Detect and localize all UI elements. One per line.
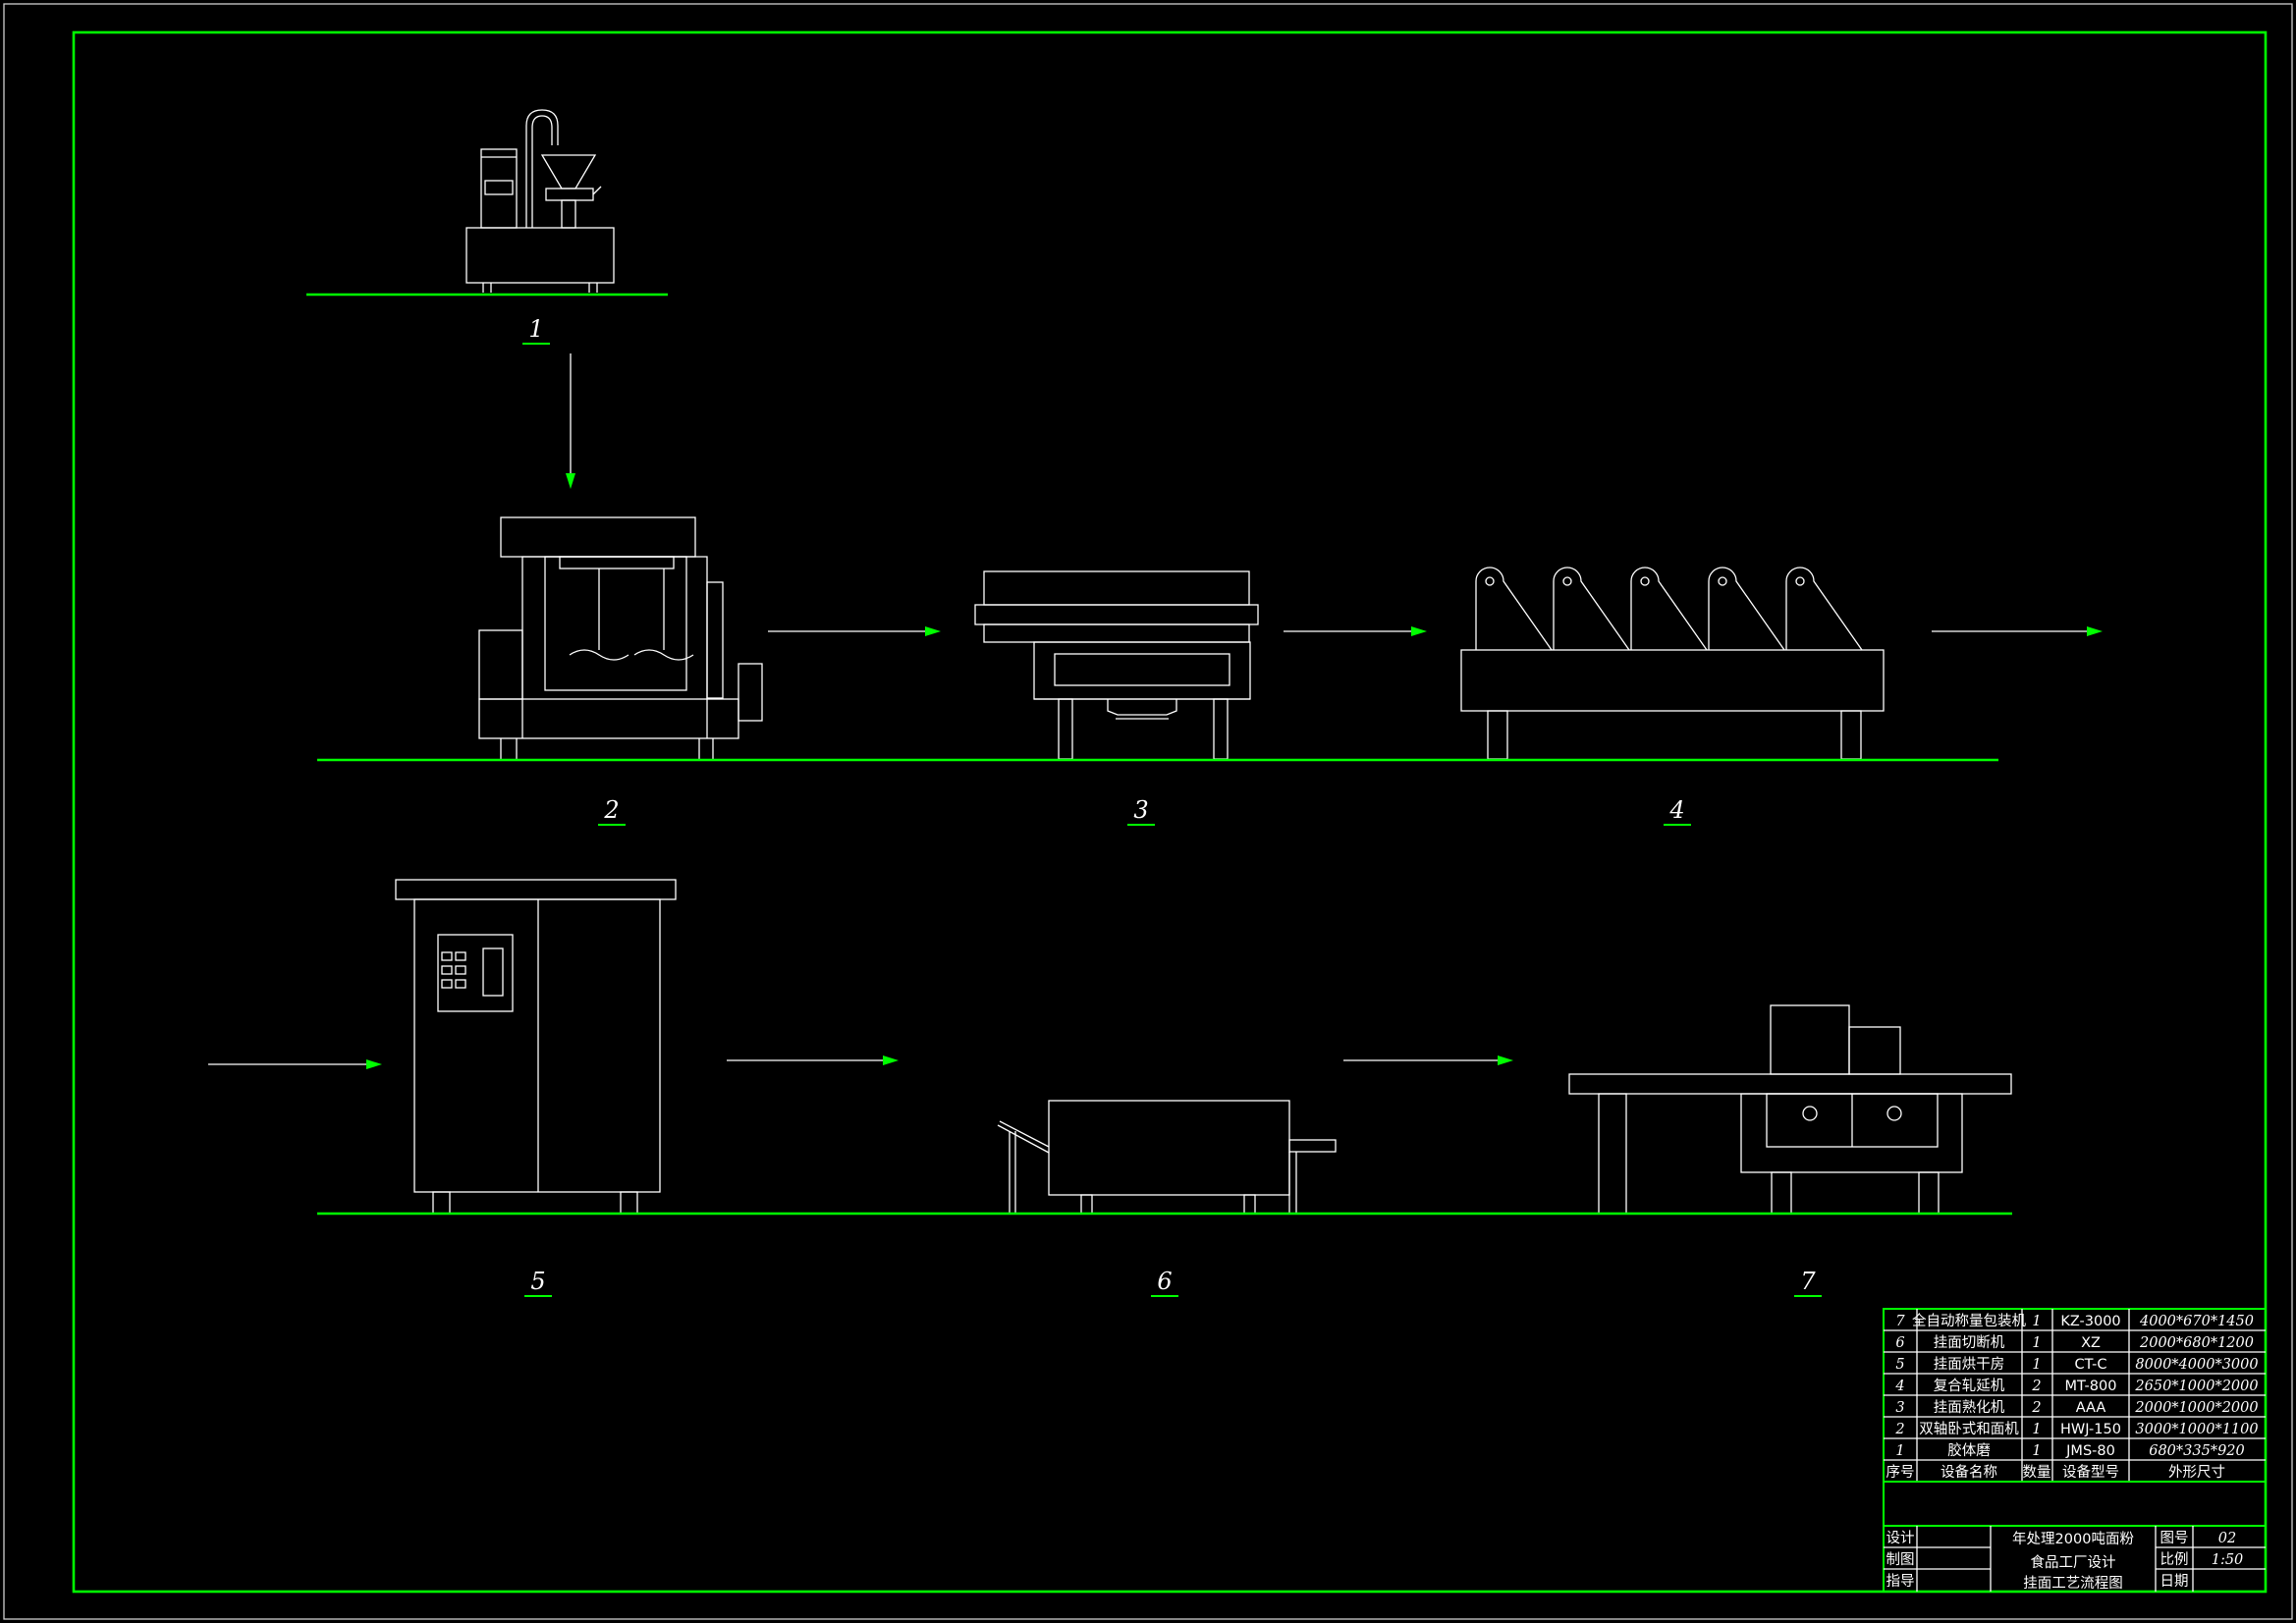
equipment-qty: 1: [2032, 1422, 2041, 1437]
equipment-qty: 1: [2032, 1335, 2041, 1351]
equipment-7-packing-machine: [1568, 1004, 2012, 1215]
label-2: 2: [603, 796, 619, 824]
label-6: 6: [1157, 1268, 1172, 1295]
equipment-model: AAA: [2076, 1400, 2106, 1416]
guide-label: 指导: [1886, 1573, 1915, 1590]
drawing-name: 挂面工艺流程图: [2023, 1575, 2123, 1592]
equipment-dims: 3000*1000*1100: [2135, 1422, 2258, 1437]
equipment-table-grid: [1884, 1309, 2266, 1482]
equipment-name: 挂面烘干房: [1934, 1356, 2005, 1373]
equipment-model: JMS-80: [2065, 1443, 2115, 1459]
row-number: 1: [1895, 1443, 1904, 1459]
floor-lines: [306, 293, 2012, 1216]
table-row: 6 挂面切断机 1 XZ 2000*680*1200: [1895, 1334, 2254, 1351]
label-5: 5: [530, 1268, 545, 1295]
equipment-dims: 680*335*920: [2149, 1443, 2245, 1459]
equipment-4-calender: [1460, 567, 1885, 760]
row-number: 2: [1894, 1422, 1904, 1437]
project-subtitle: 食品工厂设计: [2031, 1554, 2116, 1571]
equipment-1-colloid-mill: [465, 109, 615, 293]
equipment-dims: 2650*1000*2000: [2134, 1379, 2258, 1394]
design-label: 设计: [1886, 1530, 1915, 1546]
project-title: 年处理2000吨面粉: [2012, 1531, 2134, 1547]
equipment-name: 挂面熟化机: [1934, 1399, 2005, 1416]
equipment-model: HWJ-150: [2060, 1422, 2121, 1437]
row-number: 6: [1895, 1335, 1904, 1351]
signature-block-grid: [1884, 1526, 2266, 1592]
equipment-dims: 2000*1000*2000: [2134, 1400, 2258, 1416]
drawing-no-label: 图号: [2160, 1531, 2189, 1546]
label-1: 1: [528, 315, 543, 343]
label-4: 4: [1668, 796, 1684, 824]
equipment-5-drying-room: [395, 879, 677, 1215]
table-row: 7 全自动称量包装机 1 KZ-3000 4000*670*1450: [1895, 1312, 2254, 1329]
label-3: 3: [1133, 796, 1148, 824]
draft-label: 制图: [1886, 1551, 1915, 1568]
equipment-3-curing-machine: [974, 570, 1259, 760]
row-number: 3: [1895, 1400, 1904, 1416]
table-row: 2 双轴卧式和面机 1 HWJ-150 3000*1000*1100: [1894, 1421, 2258, 1437]
equipment-model: MT-800: [2065, 1379, 2117, 1394]
table-row: 3 挂面熟化机 2 AAA 2000*1000*2000: [1895, 1399, 2258, 1416]
drawing-no: 02: [2218, 1531, 2236, 1546]
header-no: 序号: [1886, 1464, 1915, 1481]
flow-arrows: [208, 353, 2103, 1069]
label-7: 7: [1800, 1268, 1816, 1295]
scale-value: 1:50: [2212, 1552, 2244, 1568]
equipment-qty: 1: [2032, 1443, 2041, 1459]
equipment-name: 复合轧延机: [1934, 1377, 2005, 1394]
table-row: 1 胶体磨 1 JMS-80 680*335*920: [1895, 1442, 2244, 1459]
equipment-dims: 4000*670*1450: [2139, 1314, 2254, 1329]
title-block: 7 全自动称量包装机 1 KZ-3000 4000*670*1450 6 挂面切…: [1883, 1308, 2267, 1593]
header-name: 设备名称: [1941, 1464, 1997, 1481]
equipment-model: CT-C: [2074, 1357, 2106, 1373]
equipment-6-noodle-cutter: [997, 1100, 1337, 1215]
equipment-model: KZ-3000: [2060, 1314, 2120, 1329]
equipment-2-dough-mixer: [478, 516, 763, 759]
row-number: 4: [1894, 1379, 1904, 1394]
equipment-name: 胶体磨: [1947, 1442, 1991, 1459]
outer-border: [3, 3, 2293, 1620]
equipment-qty: 1: [2032, 1314, 2041, 1329]
equipment-model: XZ: [2081, 1335, 2101, 1351]
header-qty: 数量: [2023, 1464, 2051, 1481]
table-header: 序号 设备名称 数量 设备型号 外形尺寸: [1886, 1464, 2226, 1481]
table-row: 5 挂面烘干房 1 CT-C 8000*4000*3000: [1895, 1356, 2258, 1373]
equipment-labels: 1 2 3 4 5 6 7: [522, 315, 1822, 1297]
row-number: 7: [1895, 1314, 1905, 1329]
equipment-qty: 2: [2031, 1400, 2041, 1416]
row-number: 5: [1895, 1357, 1904, 1373]
equipment-name: 挂面切断机: [1934, 1334, 2005, 1351]
header-model: 设备型号: [2062, 1464, 2119, 1481]
equipment-qty: 1: [2032, 1357, 2041, 1373]
equipment-dims: 2000*680*1200: [2139, 1335, 2254, 1351]
equipment-qty: 2: [2031, 1379, 2041, 1394]
equipment-name: 双轴卧式和面机: [1919, 1421, 2019, 1437]
header-dims: 外形尺寸: [2168, 1464, 2225, 1481]
date-label: 日期: [2160, 1573, 2189, 1590]
scale-label: 比例: [2160, 1551, 2189, 1568]
drawing-frame: [72, 30, 2268, 1594]
equipment-dims: 8000*4000*3000: [2135, 1357, 2258, 1373]
table-row: 4 复合轧延机 2 MT-800 2650*1000*2000: [1894, 1377, 2258, 1394]
equipment-name: 全自动称量包装机: [1912, 1312, 2026, 1329]
